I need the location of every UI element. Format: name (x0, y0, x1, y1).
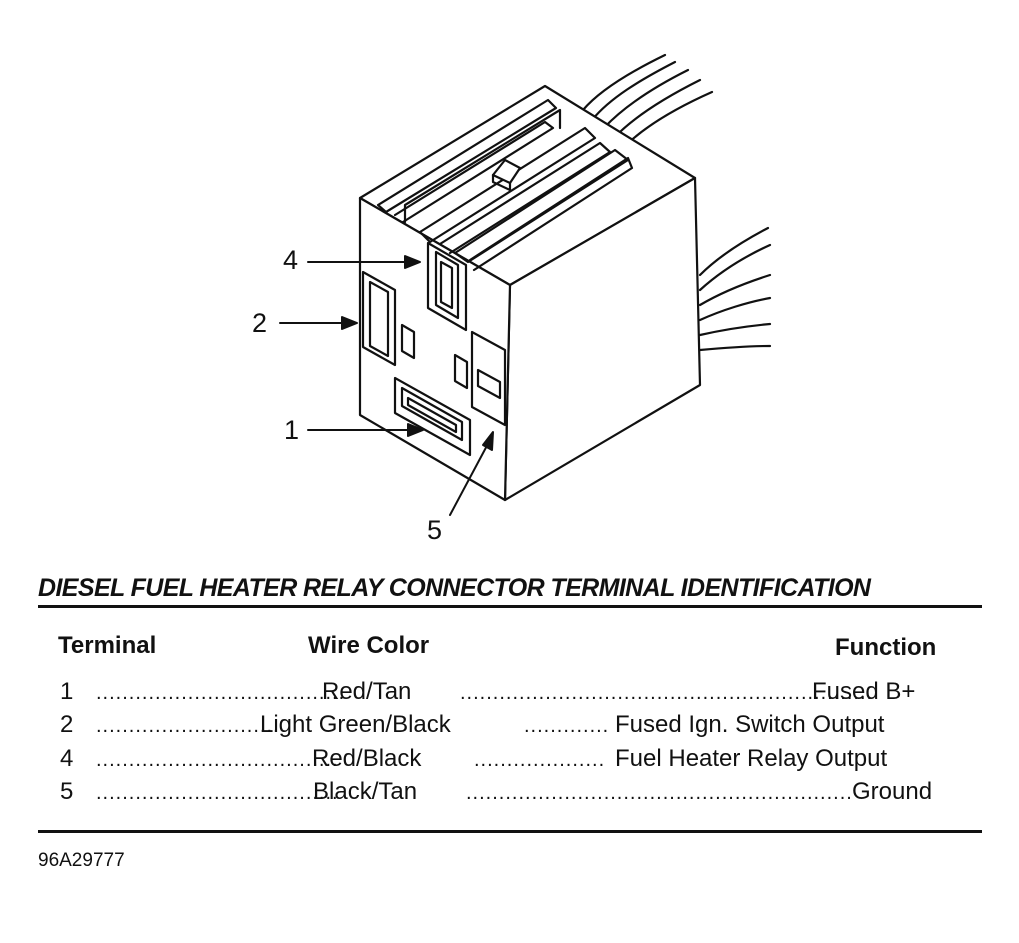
leader-dots: ............. (524, 715, 610, 737)
terminal-number: 2 (60, 711, 74, 738)
leader-dots: ............................ (96, 715, 280, 737)
title-divider (38, 605, 982, 608)
leader-dots: ..................................... (96, 749, 339, 771)
terminal-number: 4 (60, 745, 74, 772)
terminal-4-cavity (426, 241, 468, 332)
leader-dots: .................... (474, 749, 606, 771)
terminal-1-cavity (393, 376, 472, 457)
figure-reference-code: 96A29777 (38, 850, 125, 871)
wire-bundle-right (698, 226, 772, 352)
table-row: 2 ............................ Light Gre… (0, 711, 1019, 745)
terminal-number: 1 (60, 678, 74, 705)
small-slots (400, 323, 469, 390)
top-rails (376, 98, 634, 272)
terminal-function: Fused Ign. Switch Output (615, 711, 885, 738)
callout-1-label: 1 (284, 415, 300, 445)
table-bottom-divider (38, 830, 982, 833)
wire-color: Light Green/Black (260, 711, 451, 738)
header-terminal: Terminal (58, 632, 157, 659)
terminal-number: 5 (60, 778, 74, 805)
diagram-title: DIESEL FUEL HEATER RELAY CONNECTOR TERMI… (38, 574, 871, 602)
leader-dots: ........................................… (460, 682, 874, 704)
leader-dots: ..................................... (96, 782, 339, 804)
header-wire-color: Wire Color (308, 632, 430, 659)
connector-diagram (279, 53, 772, 516)
callout-4-label: 4 (283, 245, 299, 275)
terminal-2-cavity (361, 270, 397, 367)
callout-5-label: 5 (427, 515, 443, 545)
table-row: 4 ..................................... … (0, 745, 1019, 779)
leader-dots: ........................................… (466, 782, 853, 804)
wire-color: Red/Black (312, 745, 422, 772)
callout-2-label: 2 (252, 308, 268, 338)
leader-dots: ...................................... (96, 682, 346, 704)
header-function: Function (835, 634, 937, 661)
table-row: 1 ......................................… (0, 678, 1019, 712)
wire-color: Red/Tan (322, 678, 412, 705)
table-row: 5 ..................................... … (0, 778, 1019, 812)
wire-color: Black/Tan (313, 778, 418, 805)
terminal-function: Ground (852, 778, 933, 805)
callout-arrows (279, 255, 494, 516)
terminal-function: Fused B+ (812, 678, 916, 705)
terminal-5-cavity (470, 330, 507, 427)
terminal-function: Fuel Heater Relay Output (615, 745, 888, 772)
connector-body (358, 84, 702, 502)
